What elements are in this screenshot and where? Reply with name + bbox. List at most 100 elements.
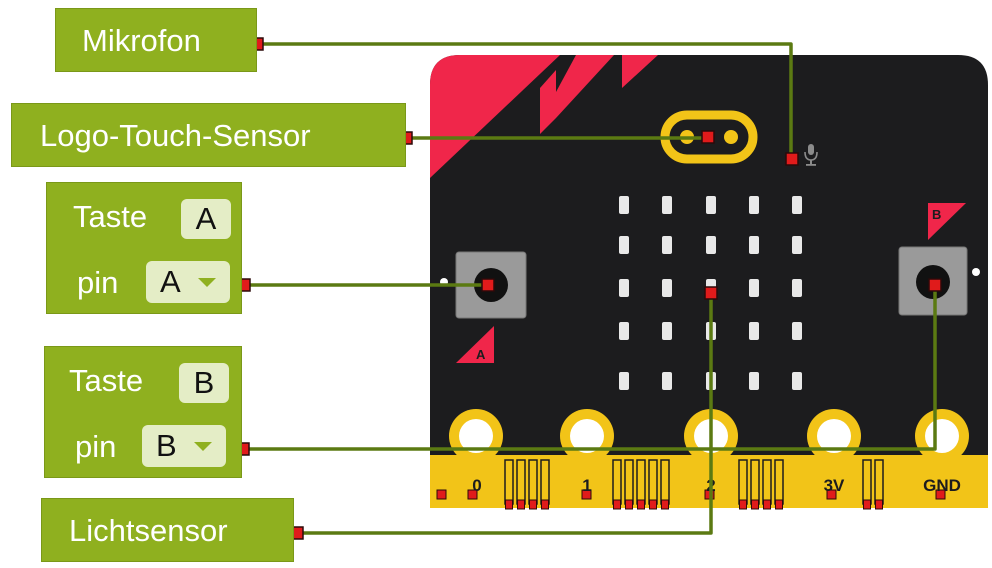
- led-cell: [662, 236, 672, 254]
- edge-small-pin: [636, 459, 646, 505]
- edge-small-pin: [624, 459, 634, 505]
- logo-right-dot: [724, 130, 738, 144]
- edge-small-pin: [762, 459, 772, 505]
- led-cell: [792, 322, 802, 340]
- board-corner-stripes: [430, 55, 658, 178]
- pin-label-gnd: GND: [923, 476, 961, 495]
- edge-pin-marker: [625, 499, 633, 510]
- edge-small-pin: [774, 459, 784, 505]
- marker-mikrofon-board: [785, 152, 799, 166]
- block-logo-touch-sensor[interactable]: Logo-Touch-Sensor: [11, 103, 406, 167]
- edge-pin-marker: [875, 499, 883, 510]
- block-taste-a-pin-dropdown[interactable]: A: [146, 261, 230, 303]
- block-taste-b-title: Taste: [69, 363, 144, 398]
- block-taste-a-pin-value: A: [160, 264, 181, 299]
- button-a-marker: [456, 326, 494, 363]
- block-taste-b-pin-value: B: [156, 428, 177, 463]
- led-cell: [619, 322, 629, 340]
- connection-wires: [243, 42, 937, 535]
- microphone-icon: [804, 144, 818, 166]
- dropdown-arrow-icon: [194, 442, 212, 451]
- edge-hole-right: [972, 268, 980, 276]
- edge-pin-marker: [467, 489, 478, 500]
- edge-pin-marker: [529, 499, 537, 510]
- led-cell: [706, 236, 716, 254]
- block-taste-b-pin-label: pin: [75, 429, 117, 464]
- led-cell: [749, 322, 759, 340]
- led-cell: [619, 196, 629, 214]
- wire-mikrofon: [262, 42, 793, 158]
- edge-pin-marker: [436, 489, 447, 500]
- edge-pin-marker: [751, 499, 759, 510]
- edge-pin-marker: [517, 499, 525, 510]
- pin-label-1: 1: [582, 476, 591, 495]
- pin-label-0: 0: [472, 476, 481, 495]
- marker-lichtsensor-board: [704, 286, 718, 300]
- edge-small-pin: [540, 459, 550, 505]
- led-cell: [749, 372, 759, 390]
- edge-pin-hole: [459, 419, 493, 453]
- block-taste-a[interactable]: Taste A pin A: [46, 182, 242, 314]
- edge-pin-marker: [613, 499, 621, 510]
- edge-pin-marker: [739, 499, 747, 510]
- block-taste-a-title: Taste: [73, 199, 148, 234]
- led-cell: [619, 236, 629, 254]
- wire-lichtsensor: [297, 293, 713, 535]
- marker-button-a-board: [481, 278, 495, 292]
- led-cell: [706, 196, 716, 214]
- edge-pin-hole: [570, 419, 604, 453]
- edge-small-pin: [516, 459, 526, 505]
- block-taste-a-pin-label: pin: [77, 265, 119, 300]
- button-b-marker: [928, 203, 966, 240]
- led-cell: [662, 196, 672, 214]
- pin-label-3v: 3V: [824, 476, 845, 495]
- led-cell: [619, 279, 629, 297]
- block-lichtsensor[interactable]: Lichtsensor: [41, 498, 294, 562]
- edge-small-pin: [738, 459, 748, 505]
- led-cell: [662, 279, 672, 297]
- edge-small-pin: [660, 459, 670, 505]
- block-lichtsensor-label: Lichtsensor: [69, 513, 228, 548]
- edge-pin-marker: [775, 499, 783, 510]
- edge-pin-marker: [863, 499, 871, 510]
- edge-small-pin: [648, 459, 658, 505]
- edge-pin-marker: [826, 489, 837, 500]
- led-cell: [749, 236, 759, 254]
- edge-pin-marker: [649, 499, 657, 510]
- edge-small-pin: [528, 459, 538, 505]
- led-cell: [792, 279, 802, 297]
- led-cell: [749, 279, 759, 297]
- edge-pin-hole: [817, 419, 851, 453]
- led-cell: [662, 372, 672, 390]
- edge-small-pin: [750, 459, 760, 505]
- marker-logo-board: [701, 130, 715, 144]
- edge-pin-marker: [541, 499, 549, 510]
- dropdown-arrow-icon: [198, 278, 216, 287]
- button-a-marker-label: A: [476, 347, 486, 362]
- wire-button-b: [243, 285, 937, 451]
- block-taste-b-title-value: B: [179, 363, 229, 403]
- block-taste-a-title-value: A: [181, 199, 231, 239]
- block-mikrofon-label: Mikrofon: [82, 23, 201, 58]
- edge-small-pin: [504, 459, 514, 505]
- led-matrix: [619, 196, 802, 390]
- led-cell: [792, 196, 802, 214]
- led-cell: [619, 372, 629, 390]
- block-taste-b-pin-dropdown[interactable]: B: [142, 425, 226, 467]
- led-cell: [792, 236, 802, 254]
- edge-pin-marker: [661, 499, 669, 510]
- block-logo-label: Logo-Touch-Sensor: [40, 118, 311, 153]
- edge-pin-marker: [763, 499, 771, 510]
- edge-pin-marker: [935, 489, 946, 500]
- edge-pin-marker: [637, 499, 645, 510]
- led-cell: [749, 196, 759, 214]
- edge-small-pin: [612, 459, 622, 505]
- button-b-marker-label: B: [932, 207, 941, 222]
- edge-small-pin: [862, 459, 872, 505]
- block-taste-b[interactable]: Taste B pin B: [44, 346, 242, 478]
- edge-pin-marker: [505, 499, 513, 510]
- marker-button-b-board: [928, 278, 942, 292]
- edge-small-pin: [874, 459, 884, 505]
- block-mikrofon[interactable]: Mikrofon: [55, 8, 257, 72]
